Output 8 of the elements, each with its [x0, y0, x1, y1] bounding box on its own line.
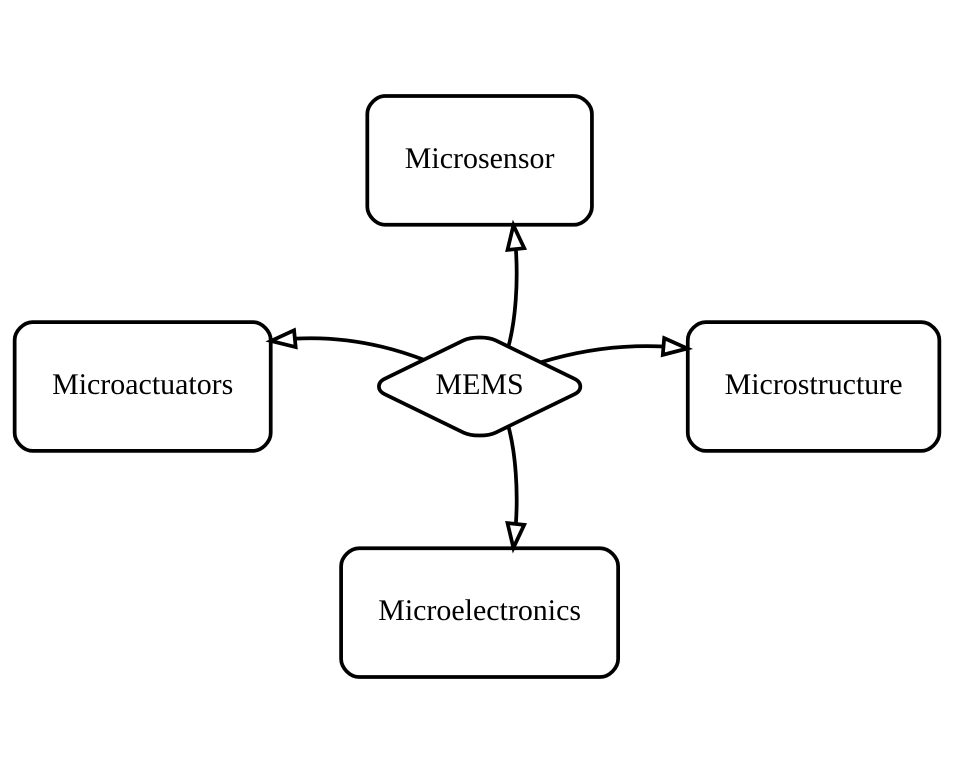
node-box: Microactuators: [12, 320, 273, 453]
node-box: Microelectronics: [339, 546, 620, 679]
arrow: [540, 335, 694, 364]
node-box: Microstructure: [686, 320, 942, 453]
arrow: [505, 426, 528, 554]
node-box: Microsensor: [365, 94, 594, 227]
arrow: [265, 328, 424, 362]
arrow: [505, 220, 528, 346]
